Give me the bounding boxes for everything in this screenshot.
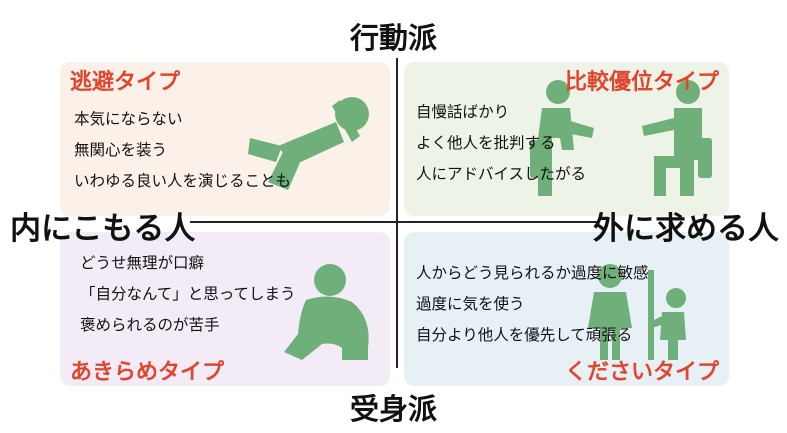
list-item: 「自分なんて」と思ってしまう: [80, 285, 296, 303]
title-comparison-type: 比較優位タイプ: [564, 70, 719, 95]
list-item: 自分より他人を優先して頑張る: [416, 326, 633, 344]
comparison-trait-list: 自慢話ばかり よく他人を批判する 人にアドバイスしたがる: [416, 97, 586, 190]
title-resignation-type: あきらめタイプ: [70, 360, 225, 385]
resignation-trait-list: どうせ無理が口癖 「自分なんて」と思ってしまう 褒められるのが苦手: [80, 248, 295, 341]
list-item: どうせ無理が口癖: [80, 254, 205, 272]
vertical-axis: [396, 58, 398, 368]
list-item: 自慢話ばかり: [416, 103, 510, 121]
hugging-knees-person-icon: [284, 264, 369, 360]
axis-label-active: 行動派: [349, 21, 437, 55]
helping-people-icon: [588, 264, 686, 360]
axis-label-outward: 外に求める人: [593, 211, 779, 247]
axis-label-inward: 内にこもる人: [10, 211, 196, 247]
list-item: 無関心を装う: [74, 141, 168, 159]
list-item: よく他人を批判する: [416, 134, 556, 152]
quadrant-please: [404, 232, 729, 386]
reclining-person-icon: [248, 97, 369, 190]
list-item: いわゆる良い人を演じることも: [74, 172, 292, 190]
list-item: 本気にならない: [74, 110, 183, 128]
title-escape-type: 逃避タイプ: [70, 70, 181, 95]
title-please-type: くださいタイプ: [564, 360, 719, 385]
list-item: 人にアドバイスしたがる: [416, 165, 587, 183]
list-item: 褒められるのが苦手: [80, 316, 220, 334]
list-item: 過度に気を使う: [416, 295, 525, 313]
escape-trait-list: 本気にならない 無関心を装う いわゆる良い人を演じることも: [74, 104, 291, 197]
axis-label-passive: 受身派: [349, 392, 437, 426]
please-trait-list: 人からどう見られるか過度に敏感 過度に気を使う 自分より他人を優先して頑張る: [416, 258, 649, 351]
horizontal-axis: [190, 221, 600, 223]
list-item: 人からどう見られるか過度に敏感: [416, 264, 649, 282]
advising-people-icon: [530, 80, 712, 196]
